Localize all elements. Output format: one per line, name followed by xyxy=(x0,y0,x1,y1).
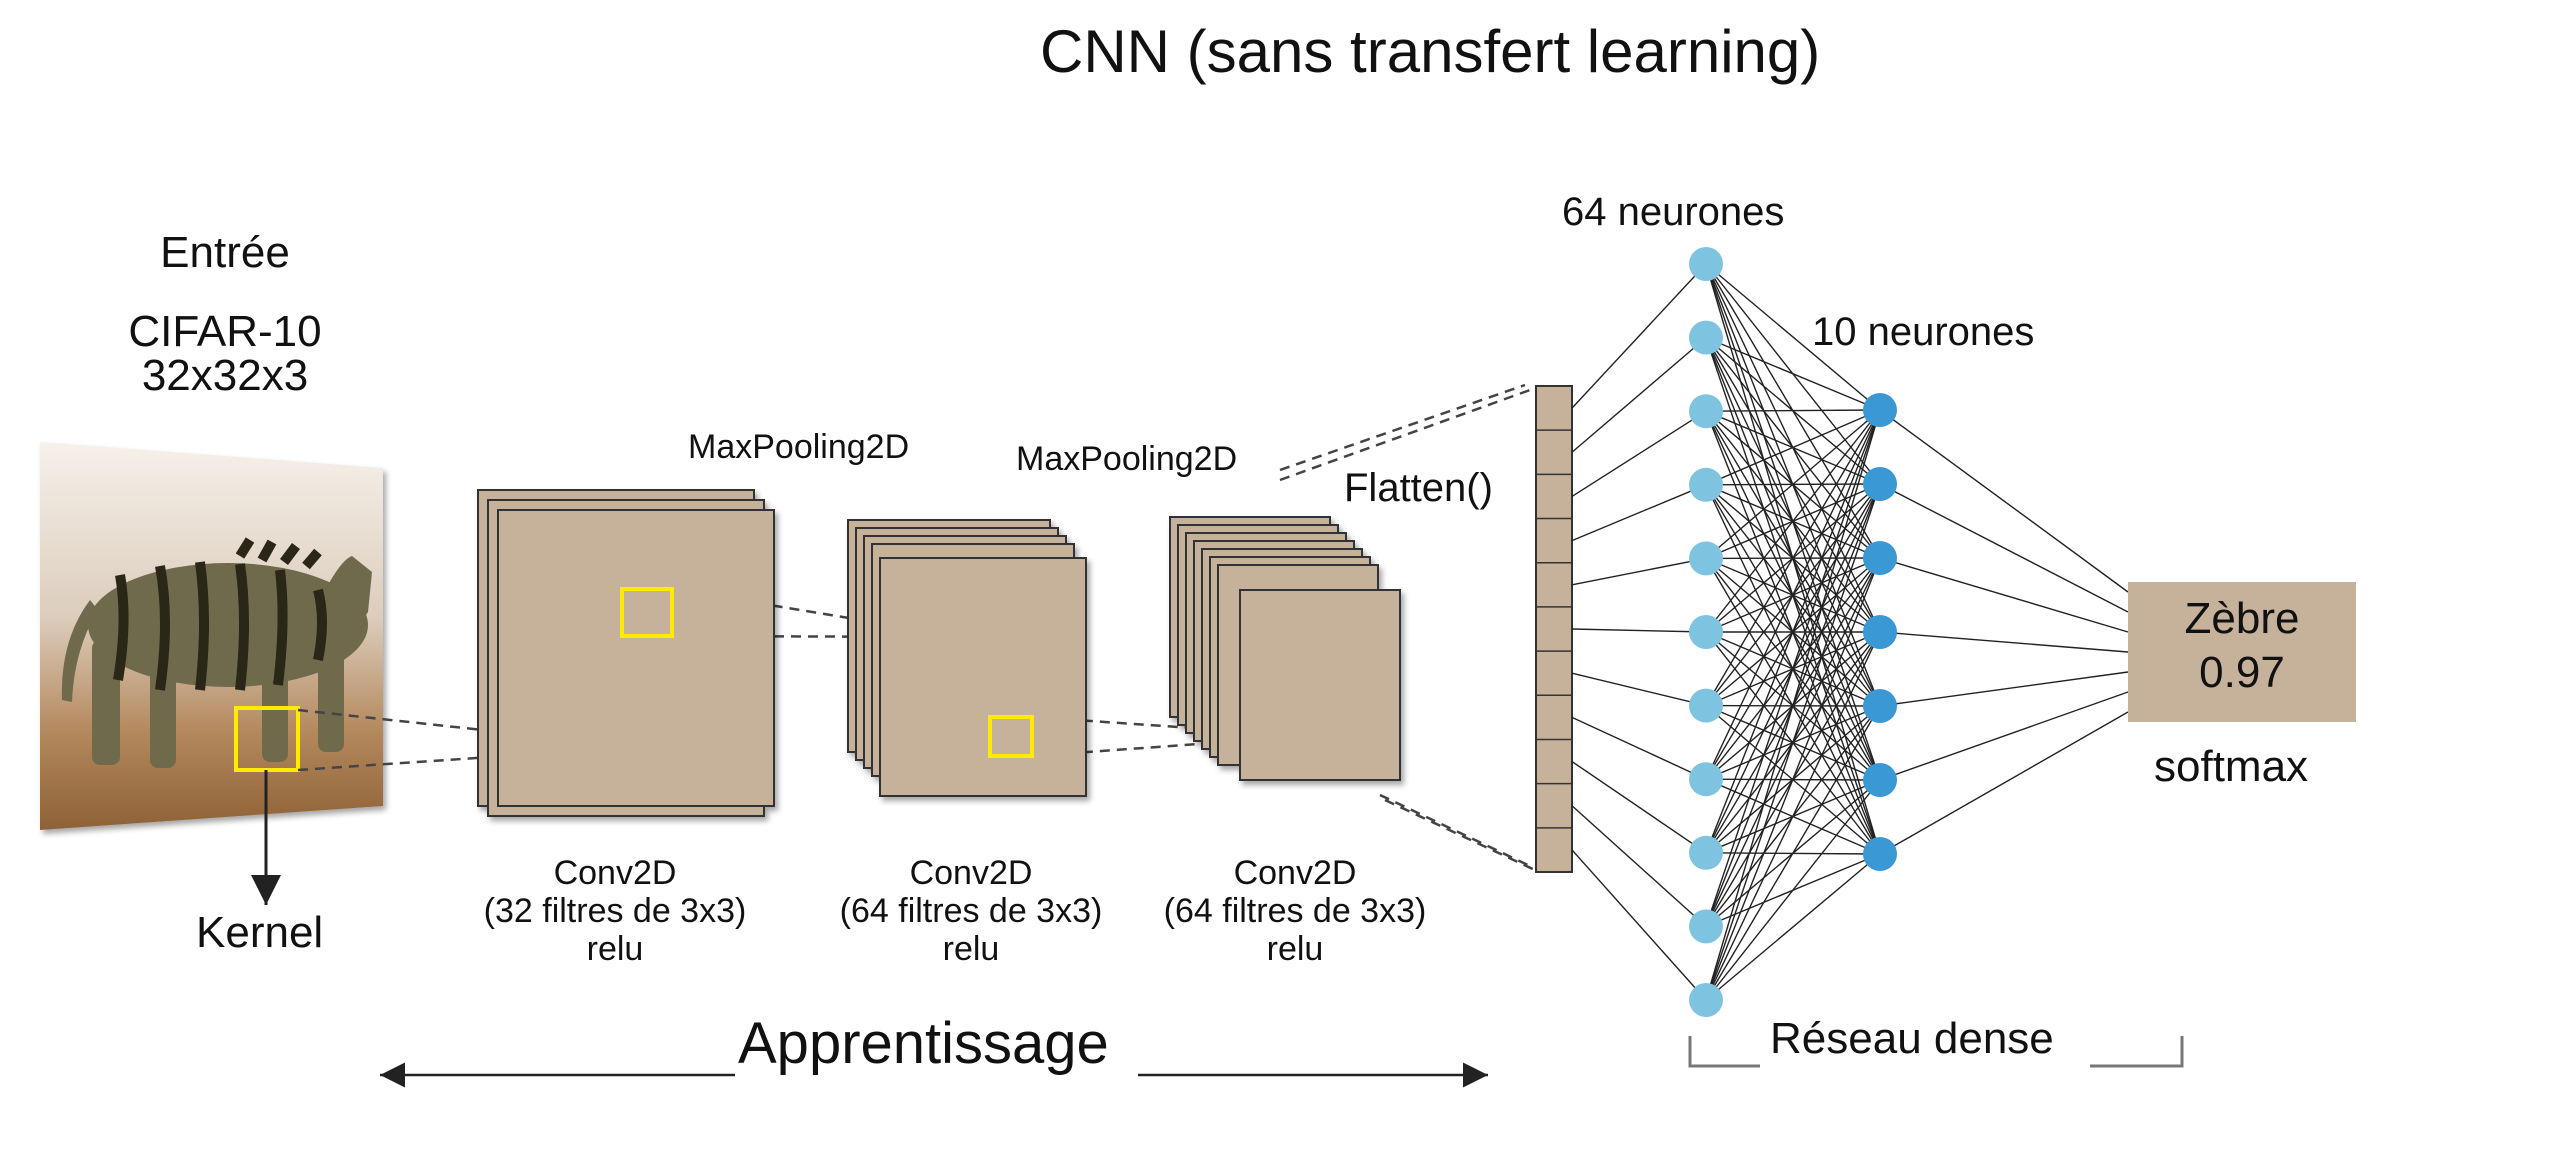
neuron-layer-1 xyxy=(1689,835,1723,870)
dense-edge xyxy=(1705,263,1881,411)
dense-bracket xyxy=(1688,1036,2184,1068)
conv-layer-2-name: Conv2D xyxy=(909,854,1033,892)
neuron-layer-1 xyxy=(1689,320,1723,355)
conv-layer-3-caption: Conv2D (64 filtres de 3x3) relu xyxy=(1140,854,1450,968)
neuron-layer-2 xyxy=(1863,541,1897,575)
output-edge xyxy=(1879,483,2129,613)
diagram-title: CNN (sans transfert learning) xyxy=(1040,18,1821,85)
neuron-layer-2 xyxy=(1863,467,1897,501)
output-edge xyxy=(1879,691,2129,781)
dense-layer-1-label: 64 neurones xyxy=(1562,190,1785,234)
output-edge xyxy=(1879,557,2129,633)
neuron-layer-2 xyxy=(1863,837,1897,871)
output-edge xyxy=(1879,711,2129,855)
dense-edge xyxy=(1705,557,1881,1001)
dense-layer-10-neurons xyxy=(1863,393,1897,871)
zebra-illustration xyxy=(61,556,372,768)
conv-layer-2-activation: relu xyxy=(942,930,1000,969)
output-edge xyxy=(1879,409,2129,593)
dense-edge xyxy=(1705,853,1881,1001)
neuron-layer-1 xyxy=(1689,909,1723,944)
neuron-layer-1 xyxy=(1689,762,1723,797)
input-label-line1: Entrée xyxy=(160,228,290,277)
input-dataset-label: CIFAR-10 32x32x3 xyxy=(100,310,350,398)
output-class: Zèbre xyxy=(2184,594,2300,643)
dense-edge xyxy=(1705,409,1881,633)
flatten-to-dense-edge xyxy=(1571,263,1707,409)
conv-layer-1-caption: Conv2D (32 filtres de 3x3) relu xyxy=(460,854,770,968)
maxpooling-label-1: MaxPooling2D xyxy=(688,428,910,466)
flatten-to-dense-edge xyxy=(1571,849,1707,1001)
dense-edge xyxy=(1705,631,1881,1001)
dense-edge xyxy=(1705,409,1881,412)
flatten-to-dense-edge xyxy=(1571,410,1707,498)
dense-edge xyxy=(1705,409,1881,486)
output-edge xyxy=(1879,671,2129,707)
input-dataset-shape: 32x32x3 xyxy=(141,351,309,400)
training-label: Apprentissage xyxy=(738,1011,1109,1076)
kernel-label: Kernel xyxy=(196,908,324,957)
dense-edge xyxy=(1705,409,1881,1001)
neuron-layer-2 xyxy=(1863,615,1897,649)
zebra-stripes xyxy=(113,537,327,691)
flatten-to-dense-edge xyxy=(1571,484,1707,542)
conv-block-2-kernel-box xyxy=(988,715,1034,758)
conv-block-3-maps xyxy=(1169,516,1401,781)
neuron-layer-1 xyxy=(1689,983,1723,1017)
dense-edge xyxy=(1705,336,1881,411)
dense-edge xyxy=(1705,409,1881,706)
flatten-to-dense-edge xyxy=(1571,628,1707,633)
dense-layer-64-neurons xyxy=(1689,247,1723,1017)
neuron-layer-1 xyxy=(1689,688,1723,723)
dense-edge xyxy=(1705,409,1881,854)
flatten-to-dense-edge xyxy=(1571,760,1707,854)
flatten-to-dense-edge xyxy=(1571,805,1707,927)
neuron-layer-2 xyxy=(1863,689,1897,723)
flatten-to-dense-edge xyxy=(1571,557,1707,586)
dense-edge xyxy=(1705,409,1881,927)
input-dataset-name: CIFAR-10 xyxy=(128,307,322,356)
conv-block-1-maps xyxy=(477,489,775,817)
flatten-to-dense-edge xyxy=(1571,337,1707,453)
conv-layer-1-filters: (32 filtres de 3x3) xyxy=(483,892,747,931)
conv-layer-1-name: Conv2D xyxy=(553,854,677,892)
conv-layer-3-filters: (64 filtres de 3x3) xyxy=(1163,892,1427,931)
input-label: Entrée xyxy=(100,228,350,277)
conv-layer-1-activation: relu xyxy=(586,930,644,969)
conv-layer-3-activation: relu xyxy=(1266,930,1324,969)
neuron-layer-1 xyxy=(1689,615,1723,649)
flatten-to-dense-edge xyxy=(1571,716,1707,780)
output-activation-label: softmax xyxy=(2154,742,2309,791)
output-box: Zèbre 0.97 xyxy=(2128,582,2356,722)
flatten-to-dense-edge xyxy=(1571,672,1707,707)
neuron-layer-2 xyxy=(1863,763,1897,797)
dense-edge xyxy=(1705,483,1881,1001)
neuron-layer-1 xyxy=(1689,394,1723,429)
dense-edge xyxy=(1705,779,1881,1001)
input-image xyxy=(40,442,383,830)
neuron-layer-1 xyxy=(1689,247,1723,281)
flatten-label: Flatten() xyxy=(1344,466,1493,510)
neuron-layer-2 xyxy=(1863,393,1897,427)
maxpooling-label-2: MaxPooling2D xyxy=(1016,440,1238,478)
dense-edge xyxy=(1705,705,1881,1001)
conv-layer-3-name: Conv2D xyxy=(1233,854,1357,892)
dense-connections xyxy=(1571,263,2129,1001)
conv-block-2-maps xyxy=(847,519,1087,797)
conv-layer-2-filters: (64 filtres de 3x3) xyxy=(839,892,1103,931)
output-edge xyxy=(1879,631,2129,653)
dense-layer-2-label: 10 neurones xyxy=(1812,310,2035,354)
conv-block-1-kernel-box xyxy=(620,587,674,638)
neuron-layer-1 xyxy=(1689,541,1723,576)
output-score: 0.97 xyxy=(2199,648,2285,697)
flatten-vector xyxy=(1535,385,1573,873)
dense-section-label: Réseau dense xyxy=(1770,1014,2054,1063)
dense-edge xyxy=(1705,409,1881,559)
neuron-layer-1 xyxy=(1689,467,1723,502)
conv-layer-2-caption: Conv2D (64 filtres de 3x3) relu xyxy=(816,854,1126,968)
dense-edge xyxy=(1705,409,1881,780)
